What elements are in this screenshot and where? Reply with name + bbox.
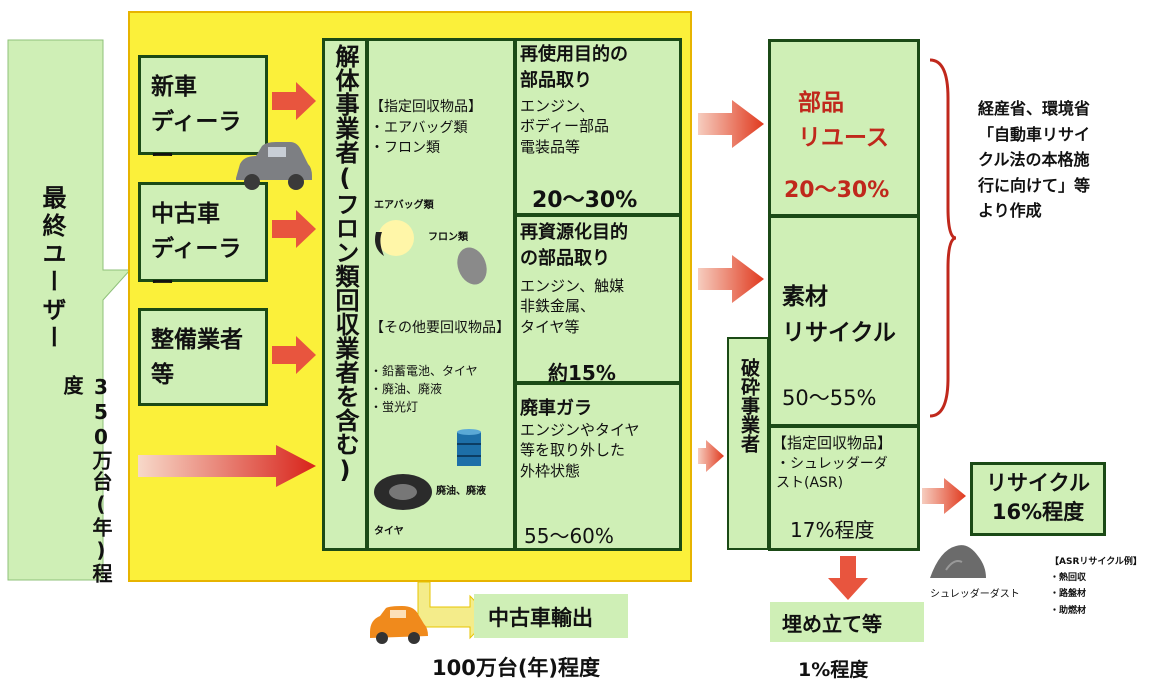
parts-reuse-box — [768, 39, 920, 217]
grouping-brace — [929, 58, 957, 418]
oil-label: 廃油、廃液 — [436, 486, 486, 497]
recycle-parts-title: 再資源化目的 の部品取り — [520, 222, 628, 270]
source-note: 経産省、環境省 「自動車リサイ クル法の本格施 行に向けて」等 より作成 — [978, 99, 1091, 221]
recycle-result-box: リサイクル 16%程度 — [970, 462, 1106, 536]
shredder-label: 破砕事業者 — [738, 358, 760, 453]
reuse-parts-title: 再使用目的の 部品取り — [520, 44, 628, 92]
oil-drum-icon — [457, 429, 481, 466]
scrap-body-pct: 55～60% — [524, 524, 614, 548]
material-recycle-pct: 50～55% — [782, 386, 877, 410]
other-items-list: ・鉛蓄電池、タイヤ ・廃油、廃液 ・蛍光灯 — [370, 364, 478, 414]
maintenance-box: 整備業者 等 — [138, 308, 268, 406]
orange-car-icon — [370, 606, 428, 644]
landfill-box: 埋め立て等 — [770, 602, 924, 642]
landfill-pct: 1%程度 — [798, 659, 869, 681]
designated-items-heading: 【指定回収物品】 — [370, 99, 482, 115]
airbag-label: エアバッグ類 — [374, 200, 434, 211]
tire-icon — [374, 474, 432, 510]
freon-canister-icon — [457, 247, 487, 285]
other-items-heading: 【その他要回収物品】 — [370, 320, 510, 336]
tire-label: タイヤ — [374, 526, 404, 537]
shredder-dust-icon — [930, 545, 986, 578]
material-recycle-box — [768, 215, 920, 427]
freon-label: フロン類 — [428, 232, 468, 243]
shredder-dust-label: シュレッダーダスト — [930, 589, 1020, 600]
shredder-box — [727, 337, 769, 550]
dismantler-column — [322, 38, 368, 551]
designated-items-list: ・エアバッグ類 ・フロン類 — [370, 120, 468, 157]
parts-reuse-label: 部品 リユース — [798, 90, 889, 151]
reuse-parts-pct: 20～30% — [532, 188, 638, 213]
final-user-label: 最終ユーザー — [38, 185, 66, 353]
reuse-parts-box — [514, 38, 682, 216]
asr-recycle-example: 【ASRリサイクル例】 ・熱回収 ・路盤材 ・助燃材 — [1050, 557, 1142, 616]
asr-box — [768, 425, 920, 551]
scrap-body-desc: エンジンやタイヤ 等を取り外した 外枠状態 — [520, 421, 640, 480]
airbag-icon — [375, 220, 414, 256]
used-export-box: 中古車輸出 — [474, 594, 628, 638]
reuse-parts-desc: エンジン、 ボディー部品 電装品等 — [520, 97, 609, 156]
asr-heading: 【指定回収物品】 — [772, 434, 893, 452]
material-recycle-label: 素材 リサイクル — [782, 284, 896, 346]
recycle-parts-pct: 約15% — [548, 361, 616, 385]
scrap-body-title: 廃車ガラ — [520, 398, 592, 419]
parts-reuse-pct: 20～30% — [784, 178, 890, 203]
export-volume: 100万台(年)程度 — [432, 656, 601, 680]
annual-volume-label: 350万台(年)程度 — [60, 375, 113, 584]
new-car-dealer-box: 新車 ディーラー — [138, 55, 268, 169]
car-icon — [236, 142, 312, 190]
recycle-parts-desc: エンジン、触媒 非鉄金属、 タイヤ等 — [520, 277, 625, 336]
asr-pct: 17%程度 — [790, 518, 875, 542]
asr-desc: ・シュレッダーダ スト(ASR) — [776, 456, 888, 491]
scrap-body-box — [514, 382, 682, 551]
dismantler-label: 解体事業者(フロン類回収業者を含む) — [331, 44, 359, 484]
used-car-dealer-box: 中古車 ディーラー — [138, 182, 268, 296]
